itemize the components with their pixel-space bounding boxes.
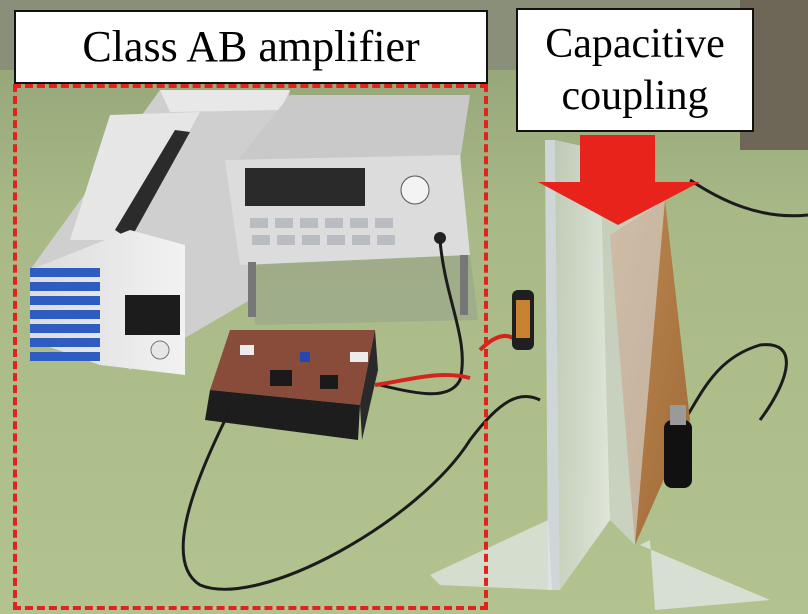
fg-knob bbox=[400, 175, 430, 205]
amplifier-label: Class AB amplifier bbox=[14, 10, 488, 84]
fg-output-connector bbox=[434, 232, 446, 244]
amplifier-highlight-box bbox=[13, 84, 488, 610]
psu-blue-fins bbox=[30, 268, 100, 361]
probe-connector bbox=[664, 405, 692, 488]
coupling-label: Capacitive coupling bbox=[516, 8, 754, 132]
function-generator bbox=[225, 95, 478, 325]
amplifier-board bbox=[205, 330, 378, 440]
coupling-label-line1: Capacitive bbox=[545, 21, 725, 67]
power-supply bbox=[30, 90, 290, 375]
coupling-label-line2: coupling bbox=[561, 73, 709, 119]
fg-display bbox=[245, 168, 365, 206]
fg-keypad bbox=[250, 218, 395, 245]
amplifier-label-text: Class AB amplifier bbox=[82, 22, 420, 71]
inductor-coil bbox=[512, 290, 534, 350]
red-arrow bbox=[538, 135, 700, 225]
coupling-plate-left bbox=[430, 140, 610, 590]
